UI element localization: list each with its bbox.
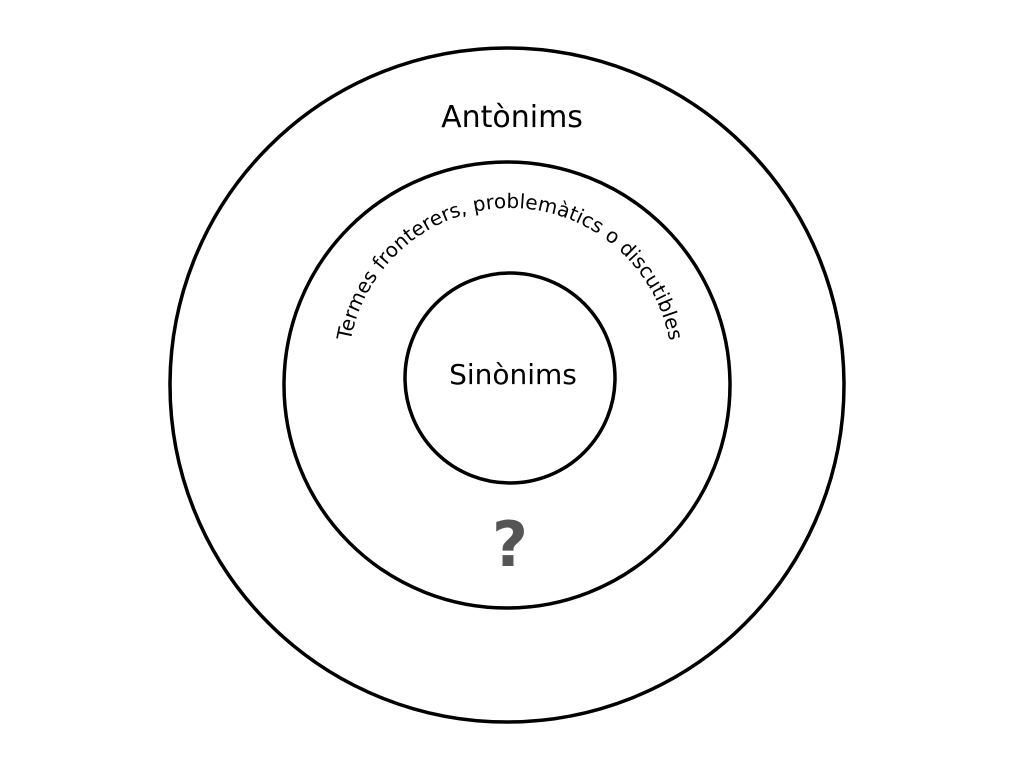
middle-label: Termes fronterers, problemàtics o discut… <box>332 189 688 343</box>
question-mark: ? <box>492 508 528 581</box>
outer-circle <box>168 46 846 724</box>
middle-label-path: Termes fronterers, problemàtics o discut… <box>332 189 688 343</box>
outer-label: Antònims <box>441 100 583 135</box>
inner-label: Sinònims <box>449 358 577 391</box>
middle-circle <box>282 160 732 610</box>
inner-circle <box>403 271 617 485</box>
